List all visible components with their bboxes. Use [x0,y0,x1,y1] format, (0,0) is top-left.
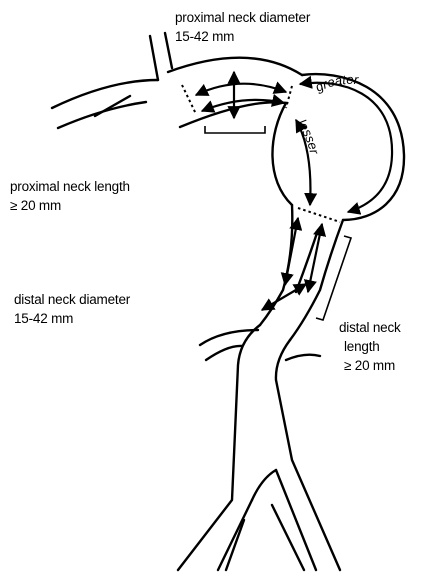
distal-neck-length-range: ≥ 20 mm [339,356,401,375]
proximal-neck-diameter-label: proximal neck diameter 15-42 mm [175,8,310,46]
proximal-neck-diameter-range: 15-42 mm [175,27,310,46]
distal-neck-dotted-top [298,208,340,222]
distal-length-arrow-right [308,224,322,292]
left-branch-wall-2 [58,102,146,128]
proximal-neck-length-title: proximal neck length [10,177,130,196]
side-branch-left [200,330,258,345]
side-branch-left-2 [206,346,242,360]
distal-neck-diameter-label: distal neck diameter 15-42 mm [14,290,130,328]
aorta-left-wall [178,325,260,570]
proximal-neck-diameter-title: proximal neck diameter [175,8,310,27]
bifurcation-crotch [252,470,276,500]
side-branch-right [286,355,320,360]
proximal-neck-dotted-right [286,86,292,108]
neck-left-wall [260,205,292,325]
proximal-length-bracket [205,126,265,133]
distal-neck-length-label: distal neck length ≥ 20 mm [339,318,401,375]
aneurysm-sac-inner [272,103,292,205]
distal-neck-diameter-range: 15-42 mm [14,309,130,328]
proximal-neck-length-range: ≥ 20 mm [10,196,130,215]
upper-branch-wall-2 [165,33,172,68]
lesser-curvature-label: lesser [295,117,323,157]
proximal-neck-dotted-left [182,85,196,114]
inner-left-limb [226,520,244,570]
proximal-neck-length-label: proximal neck length ≥ 20 mm [10,177,130,215]
distal-neck-diameter-title: distal neck diameter [14,290,130,309]
inner-right-limb [272,505,304,570]
distal-neck-length-title-2: length [339,337,401,356]
upper-branch-wall [150,36,158,80]
proximal-length-arrow-outer [196,84,286,95]
aorta-right-wall [276,340,340,570]
distal-neck-length-title: distal neck [339,318,401,337]
